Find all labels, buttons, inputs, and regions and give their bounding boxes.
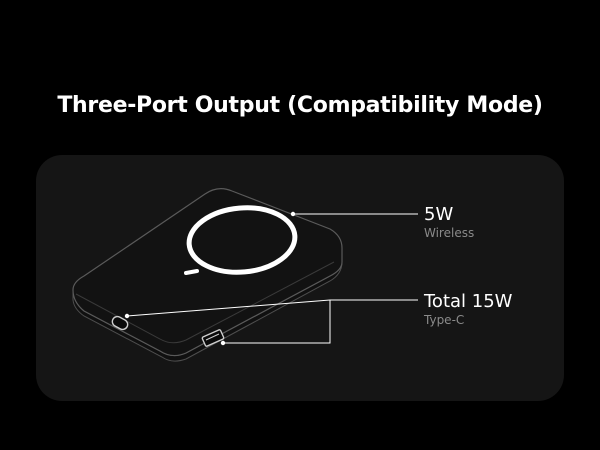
wireless-output-value: 5W [424,204,454,225]
total-output-value: Total 15W [424,291,513,312]
usb-a-callout-line [223,300,331,344]
wireless-output-port: Wireless [424,226,475,240]
power-bank-edge [75,261,335,344]
wireless-output-label: 5W Wireless [424,204,474,241]
alignment-mark [184,269,199,275]
total-output-label: Total 15W Type-C [424,291,512,328]
usb-a-port-pins [205,333,220,341]
magnetic-ring-icon [186,205,298,275]
total-output-port: Type-C [424,313,465,327]
page-title: Three-Port Output (Compatibility Mode) [57,93,543,118]
power-bank-top [72,188,343,357]
usb-c-port-icon [111,315,129,331]
